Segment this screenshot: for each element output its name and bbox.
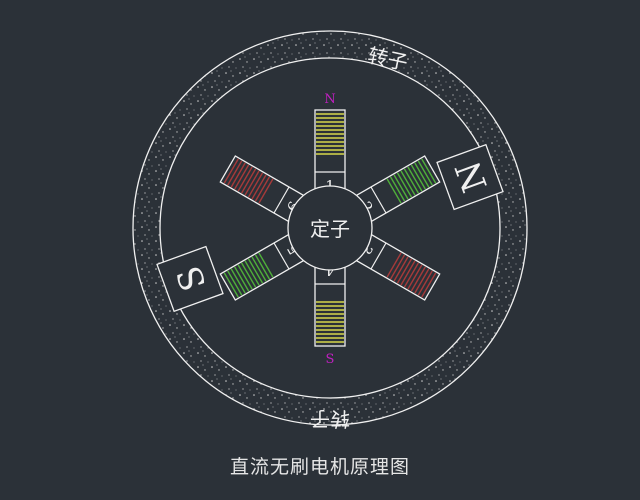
pole-coil bbox=[386, 158, 437, 204]
diagram-caption: 直流无刷电机原理图 bbox=[229, 456, 410, 478]
pole-end-label-n: N bbox=[324, 92, 335, 107]
pole-coil bbox=[316, 301, 344, 343]
stator-hub: 定子 bbox=[287, 185, 373, 271]
rotor-label-bottom: 转子 bbox=[310, 407, 350, 431]
rotor-magnet-s: S bbox=[156, 245, 224, 313]
stator-label: 定子 bbox=[310, 217, 350, 241]
pole-coil bbox=[386, 252, 437, 298]
rotor-magnet-n: N bbox=[436, 143, 504, 211]
stator-pole-1: 1 bbox=[314, 109, 346, 199]
stator-poles: 1N234S56 bbox=[219, 92, 441, 367]
pole-coil bbox=[316, 113, 344, 155]
stator-pole-4: 4 bbox=[314, 257, 346, 347]
pole-coil bbox=[223, 158, 274, 204]
pole-end-label-s: S bbox=[326, 352, 335, 367]
pole-coil bbox=[223, 252, 274, 298]
